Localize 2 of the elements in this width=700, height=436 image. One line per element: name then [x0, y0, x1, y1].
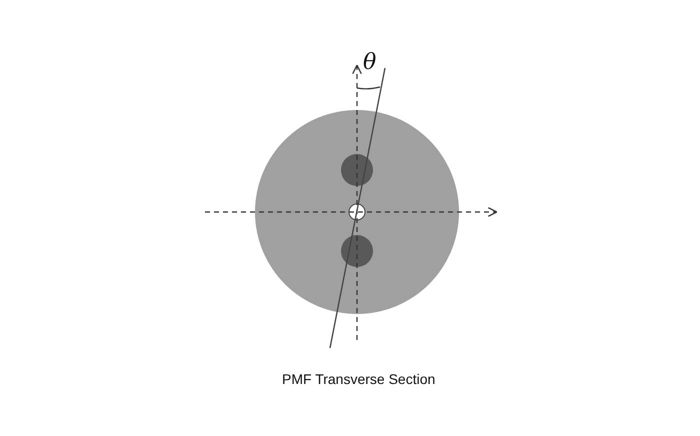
angle-label: θ — [363, 50, 376, 75]
caption: PMF Transverse Section — [282, 371, 436, 387]
